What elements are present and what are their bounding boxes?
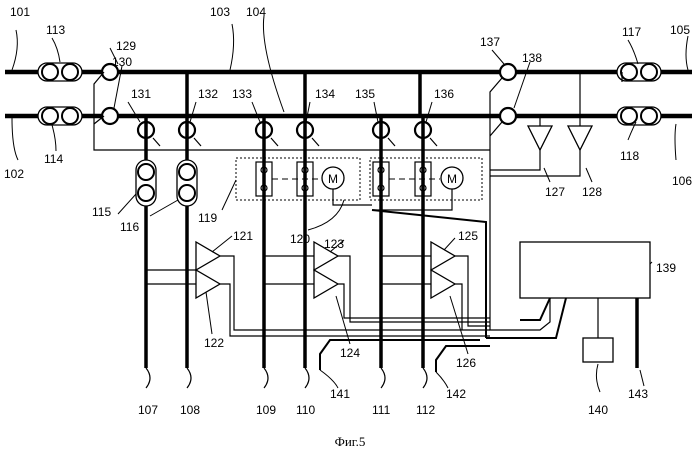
label-127: 127 [545, 185, 565, 199]
label-102: 102 [4, 167, 24, 181]
relay-127 [528, 126, 552, 150]
label-122: 122 [204, 336, 224, 350]
label-109: 109 [256, 403, 276, 417]
figure-caption: Фиг.5 [335, 434, 366, 449]
label-115: 115 [92, 205, 111, 219]
label-110: 110 [296, 403, 315, 417]
label-125: 125 [458, 229, 478, 243]
amp-121 [196, 242, 220, 270]
breaker-116 [177, 160, 197, 206]
ct-138 [500, 108, 516, 124]
label-136: 136 [434, 87, 454, 101]
label-113: 113 [46, 23, 65, 37]
label-119: 119 [198, 211, 217, 225]
label-118: 118 [620, 149, 639, 163]
label-111: 111 [372, 403, 391, 417]
ct-130 [102, 108, 118, 124]
label-132: 132 [198, 87, 218, 101]
label-114: 114 [44, 152, 63, 166]
svg-text:M: M [447, 172, 457, 186]
label-133: 133 [232, 87, 252, 101]
breaker-117 [617, 63, 661, 81]
label-117: 117 [622, 25, 641, 39]
breaker-115 [136, 160, 156, 206]
svg-text:M: M [328, 172, 338, 186]
label-105: 105 [670, 23, 690, 37]
label-126: 126 [456, 356, 476, 370]
label-129: 129 [116, 39, 136, 53]
label-120: 120 [290, 232, 310, 246]
amp-122 [196, 270, 220, 298]
amp-125 [431, 242, 455, 270]
label-108: 108 [180, 403, 200, 417]
switch-assembly-120: M [370, 158, 482, 200]
label-142: 142 [446, 387, 466, 401]
label-104: 104 [246, 5, 266, 19]
label-112: 112 [416, 403, 435, 417]
label-143: 143 [628, 387, 648, 401]
label-131: 131 [131, 87, 151, 101]
device-140 [583, 338, 613, 362]
label-106: 106 [672, 174, 692, 188]
label-128: 128 [582, 185, 602, 199]
amp-126 [431, 270, 455, 298]
motor-wiring [333, 189, 486, 338]
label-121: 121 [233, 229, 253, 243]
switch-assembly-119: M [236, 158, 360, 200]
label-139: 139 [656, 261, 676, 275]
label-116: 116 [120, 220, 139, 234]
label-140: 140 [588, 403, 608, 417]
label-138: 138 [522, 51, 542, 65]
label-134: 134 [315, 87, 335, 101]
label-101: 101 [10, 5, 30, 19]
amplifiers [146, 242, 490, 336]
label-107: 107 [138, 403, 158, 417]
label-137: 137 [480, 35, 500, 49]
relay-128 [568, 126, 592, 150]
label-130: 130 [112, 55, 132, 69]
ct-137 [500, 64, 516, 80]
breaker-113 [38, 63, 82, 81]
label-123: 123 [324, 237, 344, 251]
amp-124 [314, 270, 338, 298]
breaker-114 [38, 107, 82, 125]
label-141: 141 [330, 387, 350, 401]
current-transformers [102, 64, 516, 138]
bus-taps [187, 72, 420, 116]
relays-127-128 [528, 126, 592, 150]
label-135: 135 [355, 87, 375, 101]
label-103: 103 [210, 5, 230, 19]
feeder-breakers [136, 160, 197, 206]
label-124: 124 [340, 346, 360, 360]
breaker-118 [617, 107, 661, 125]
feeder-ends [146, 368, 427, 388]
